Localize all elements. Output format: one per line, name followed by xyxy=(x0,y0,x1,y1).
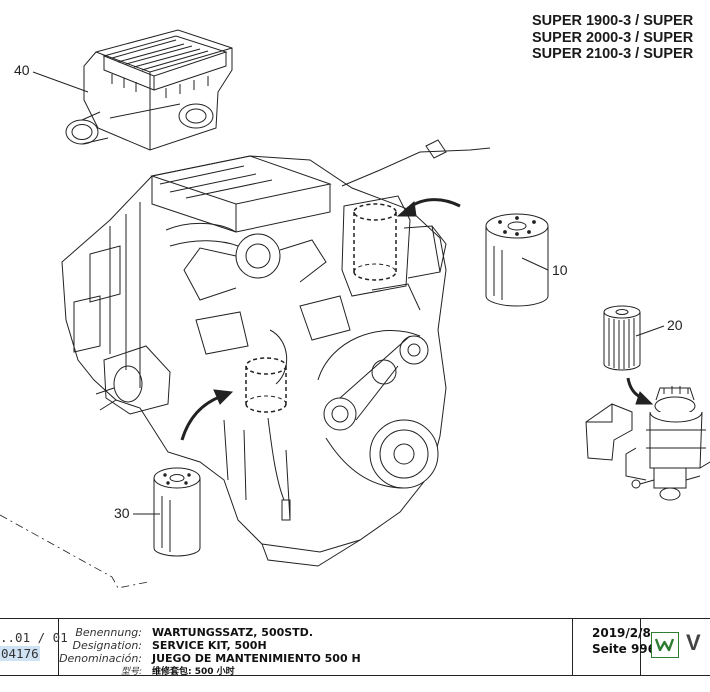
label-benennung: Benennung: xyxy=(75,626,142,639)
arrow-20-to-housing xyxy=(626,377,654,405)
callout-20: 20 xyxy=(667,317,683,333)
print-date: 2019/2/8 xyxy=(592,626,651,640)
arrow-30-to-engine xyxy=(180,389,234,441)
leader-line-40 xyxy=(32,71,89,93)
company-logo xyxy=(651,632,679,658)
callout-10: 10 xyxy=(552,262,568,278)
page-ref-line-2: 04176 xyxy=(0,646,40,661)
callout-40: 40 xyxy=(14,62,30,78)
divider xyxy=(58,619,59,675)
leader-line-10 xyxy=(521,257,549,271)
divider xyxy=(640,619,641,675)
value-benennung: WARTUNGSSATZ, 500STD. xyxy=(152,626,313,639)
field-labels: Benennung: Designation: Denominación: 型号… xyxy=(59,619,143,677)
fuel-prefilter-housing xyxy=(585,386,710,501)
filter-position-ghost-10 xyxy=(353,203,397,281)
value-denominacion: JUEGO DE MANTENIMIENTO 500 H xyxy=(152,652,361,665)
filter-element-part-20 xyxy=(603,305,641,371)
model-line-3: SUPER 2100-3 / SUPER xyxy=(532,46,694,62)
fuel-filter-part-10 xyxy=(485,213,549,307)
value-xinghao: 维修套包: 500 小时 xyxy=(152,667,235,677)
model-list: SUPER 1900-3 / SUPER SUPER 2000-3 / SUPE… xyxy=(532,13,710,63)
filter-position-ghost-30 xyxy=(245,357,287,413)
page-number: Seite 996 xyxy=(592,642,656,656)
title-block: ..01 / 01 04176 Benennung: Designation: … xyxy=(0,618,710,677)
air-filter-housing-part-40 xyxy=(65,29,233,151)
divider xyxy=(572,619,573,675)
page-reference: ..01 / 01 04176 xyxy=(0,630,68,662)
label-designation: Designation: xyxy=(72,639,143,652)
label-xinghao: 型号: xyxy=(120,667,142,677)
model-line-2: SUPER 2000-3 / SUPER xyxy=(532,29,694,46)
field-values: WARTUNGSSATZ, 500STD. SERVICE KIT, 500H … xyxy=(152,619,572,677)
filter-part-30 xyxy=(153,467,201,557)
exploded-parts-drawing xyxy=(0,29,710,589)
page-ref-line-1: ..01 / 01 xyxy=(0,630,68,645)
date-page-block: 2019/2/8 Seite 996 xyxy=(582,619,656,675)
leader-line-20 xyxy=(635,325,665,337)
model-line-1: SUPER 1900-3 / SUPER xyxy=(532,13,694,29)
arrow-10-to-engine xyxy=(396,198,461,217)
engine-block xyxy=(61,139,491,567)
label-denominacion: Denominación: xyxy=(59,652,142,665)
frame-line xyxy=(0,514,149,589)
logo-wordmark-partial: V xyxy=(686,630,701,655)
callout-30: 30 xyxy=(114,505,130,521)
value-designation: SERVICE KIT, 500H xyxy=(152,639,267,652)
